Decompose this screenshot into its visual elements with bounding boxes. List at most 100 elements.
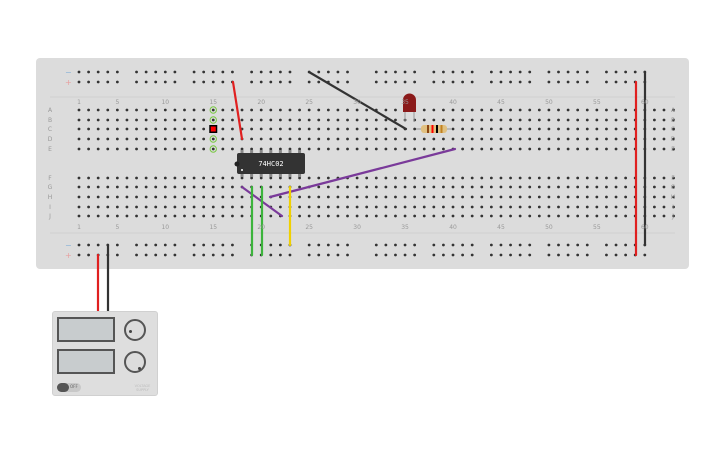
hole[interactable] — [624, 195, 628, 199]
hole[interactable] — [240, 108, 244, 112]
rail-hole[interactable] — [374, 70, 378, 74]
rail-hole[interactable] — [326, 243, 330, 247]
hole[interactable] — [403, 195, 407, 199]
hole[interactable] — [499, 214, 503, 218]
hole[interactable] — [336, 108, 340, 112]
rail-hole[interactable] — [144, 80, 148, 84]
hole[interactable] — [326, 214, 330, 218]
hole[interactable] — [135, 118, 138, 122]
hole[interactable] — [135, 214, 138, 218]
hole[interactable] — [384, 214, 388, 218]
hole[interactable] — [298, 127, 301, 131]
rail-hole[interactable] — [154, 253, 158, 257]
rail-hole[interactable] — [566, 70, 570, 74]
hole[interactable] — [518, 127, 522, 131]
hole[interactable] — [672, 195, 675, 199]
hole[interactable] — [489, 195, 493, 199]
rail-hole[interactable] — [643, 253, 647, 257]
hole[interactable] — [346, 118, 349, 122]
hole[interactable] — [614, 108, 618, 112]
hole[interactable] — [298, 205, 301, 209]
hole[interactable] — [317, 205, 321, 209]
hole[interactable] — [499, 176, 503, 180]
hole[interactable] — [202, 176, 206, 180]
hole[interactable] — [106, 127, 110, 131]
rail-hole[interactable] — [585, 253, 589, 257]
rail-hole[interactable] — [202, 253, 206, 257]
rail-hole[interactable] — [173, 243, 177, 247]
rail-hole[interactable] — [614, 80, 618, 84]
hole[interactable] — [480, 127, 484, 131]
hole[interactable] — [183, 176, 186, 180]
rail-hole[interactable] — [346, 70, 349, 74]
hole[interactable] — [518, 176, 522, 180]
rail-hole[interactable] — [605, 253, 608, 257]
hole[interactable] — [374, 118, 378, 122]
rail-hole[interactable] — [566, 253, 570, 257]
rail-hole[interactable] — [614, 243, 618, 247]
rail-hole[interactable] — [211, 80, 215, 84]
hole[interactable] — [135, 176, 138, 180]
hole[interactable] — [346, 137, 349, 141]
hole[interactable] — [135, 185, 138, 189]
hole[interactable] — [317, 176, 321, 180]
hole[interactable] — [326, 205, 330, 209]
hole[interactable] — [566, 147, 570, 151]
rail-hole[interactable] — [509, 253, 512, 257]
rail-hole[interactable] — [394, 70, 397, 74]
hole[interactable] — [585, 137, 589, 141]
rail-hole[interactable] — [192, 70, 196, 74]
hole[interactable] — [557, 127, 560, 131]
hole[interactable] — [269, 147, 273, 151]
hole[interactable] — [653, 127, 656, 131]
hole[interactable] — [278, 205, 282, 209]
rail-hole[interactable] — [403, 80, 407, 84]
hole[interactable] — [240, 214, 244, 218]
rail-hole[interactable] — [576, 253, 580, 257]
hole[interactable] — [77, 214, 81, 218]
rail-hole[interactable] — [259, 70, 263, 74]
rail-hole[interactable] — [154, 80, 158, 84]
rail-hole[interactable] — [633, 70, 637, 74]
hole[interactable] — [346, 205, 349, 209]
hole[interactable] — [355, 108, 359, 112]
hole[interactable] — [480, 185, 484, 189]
rail-hole[interactable] — [413, 70, 417, 74]
hole[interactable] — [278, 185, 282, 189]
hole[interactable] — [269, 108, 273, 112]
hole[interactable] — [470, 137, 474, 141]
power-switch[interactable]: OFF — [57, 383, 81, 392]
hole[interactable] — [528, 176, 532, 180]
hole[interactable] — [288, 147, 292, 151]
hole[interactable] — [259, 108, 263, 112]
hole[interactable] — [115, 205, 119, 209]
hole[interactable] — [307, 127, 311, 131]
rail-hole[interactable] — [135, 243, 138, 247]
current-knob[interactable] — [124, 351, 146, 373]
hole[interactable] — [346, 195, 349, 199]
hole[interactable] — [480, 214, 484, 218]
hole[interactable] — [163, 147, 167, 151]
hole[interactable] — [288, 176, 292, 180]
rail-hole[interactable] — [135, 80, 138, 84]
hole[interactable] — [595, 127, 599, 131]
hole[interactable] — [566, 185, 570, 189]
hole[interactable] — [307, 205, 311, 209]
hole[interactable] — [662, 214, 666, 218]
hole[interactable] — [125, 118, 129, 122]
hole[interactable] — [231, 118, 234, 122]
hole[interactable] — [221, 205, 225, 209]
hole[interactable] — [202, 214, 206, 218]
rail-hole[interactable] — [432, 70, 436, 74]
hole[interactable] — [672, 127, 675, 131]
hole[interactable] — [307, 176, 311, 180]
hole[interactable] — [480, 108, 484, 112]
hole[interactable] — [355, 205, 359, 209]
hole[interactable] — [585, 205, 589, 209]
hole[interactable] — [653, 185, 656, 189]
hole[interactable] — [115, 214, 119, 218]
hole[interactable] — [451, 137, 455, 141]
rail-hole[interactable] — [135, 253, 138, 257]
rail-hole[interactable] — [518, 70, 522, 74]
